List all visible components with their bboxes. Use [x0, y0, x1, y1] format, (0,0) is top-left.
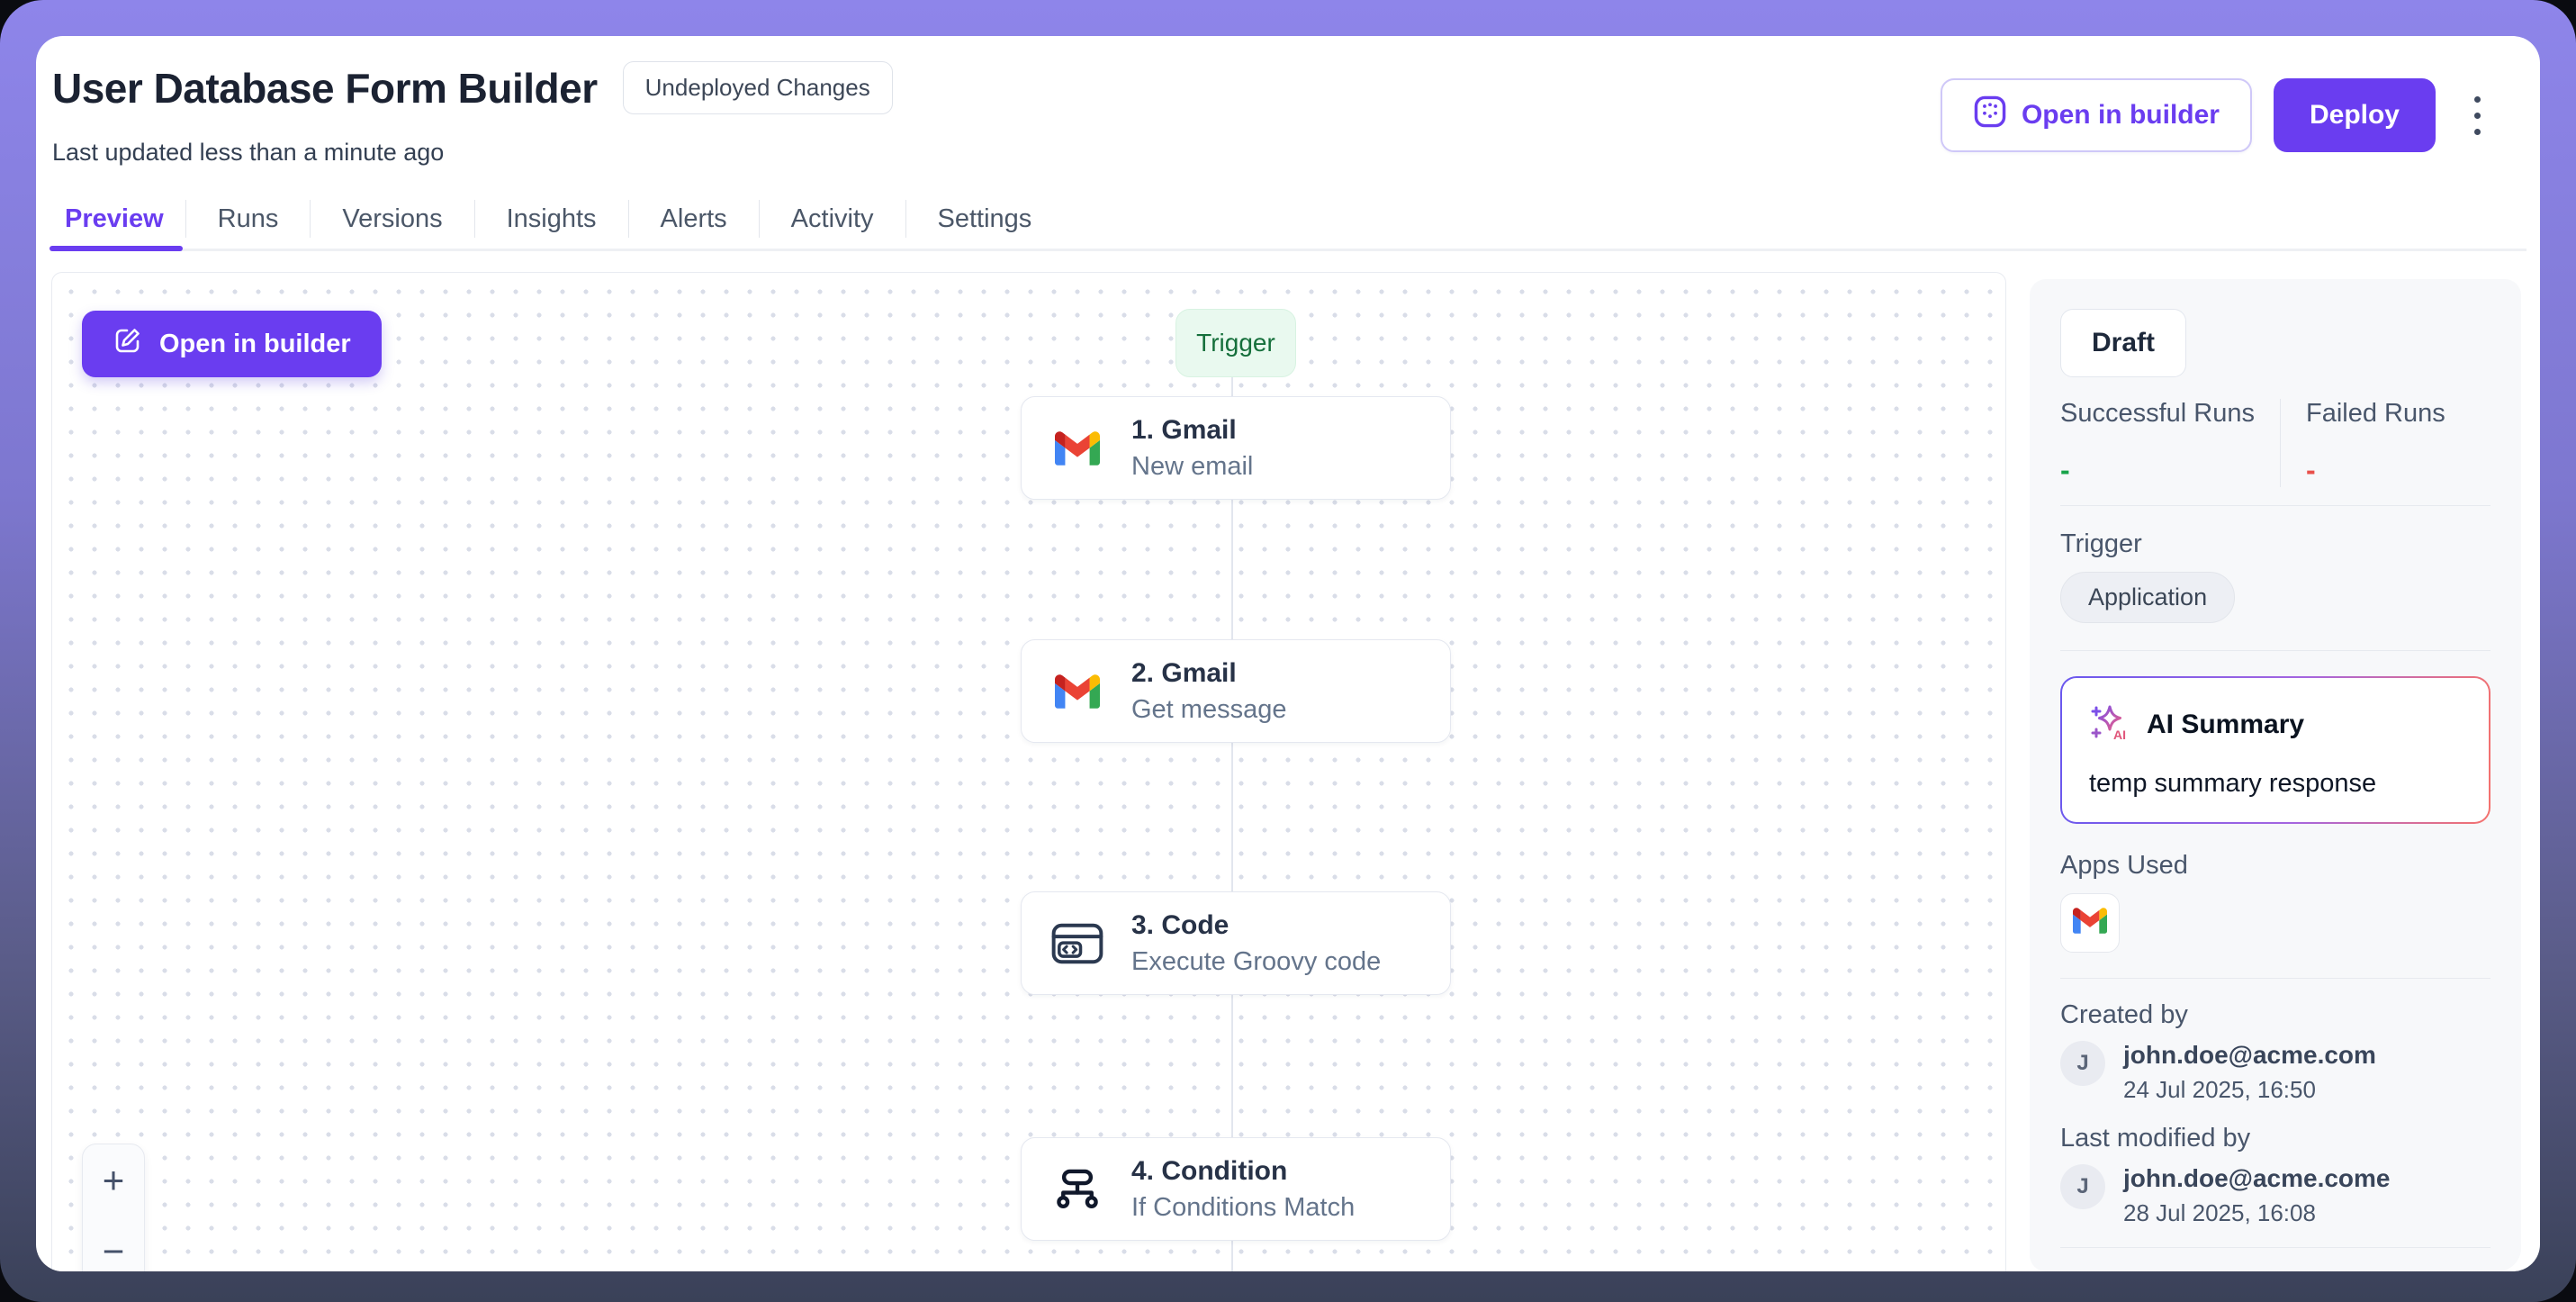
ai-sparkle-icon: AI — [2089, 701, 2130, 747]
last-modified-by-email: john.doe@acme.come — [2123, 1164, 2391, 1192]
tab-settings[interactable]: Settings — [937, 203, 1032, 233]
node-title: 4. Condition — [1131, 1155, 1288, 1186]
tab-divider — [758, 200, 760, 238]
created-by-date: 24 Jul 2025, 16:50 — [2123, 1076, 2316, 1103]
canvas-open-in-builder-button[interactable]: Open in builder — [82, 311, 382, 377]
code-icon — [1047, 923, 1108, 964]
tab-alerts[interactable]: Alerts — [660, 203, 727, 233]
deploy-button[interactable]: Deploy — [2273, 78, 2436, 152]
tab-runs[interactable]: Runs — [217, 203, 279, 233]
avatar: J — [2060, 1164, 2105, 1209]
node-connector-line — [1231, 368, 1233, 1271]
node-subtitle: Execute Groovy code — [1131, 946, 1382, 976]
active-tab-underline — [50, 246, 183, 251]
created-by-row: J john.doe@acme.com 24 Jul 2025, 16:50 — [2060, 1041, 2490, 1104]
gmail-icon — [1047, 674, 1108, 709]
tab-divider — [310, 200, 311, 238]
open-in-builder-label: Open in builder — [2021, 100, 2220, 130]
builder-grid-icon — [1973, 95, 2007, 136]
tab-divider — [473, 200, 475, 238]
divider — [2060, 978, 2490, 979]
divider — [2060, 1247, 2490, 1248]
successful-runs-label: Successful Runs — [2060, 399, 2255, 428]
tab-insights[interactable]: Insights — [506, 203, 597, 233]
tab-track — [51, 249, 2526, 251]
header: User Database Form Builder Undeployed Ch… — [52, 61, 893, 114]
tab-divider — [905, 200, 906, 238]
tab-preview[interactable]: Preview — [65, 203, 164, 233]
last-updated-text: Last updated less than a minute ago — [52, 139, 445, 166]
undeployed-changes-badge: Undeployed Changes — [622, 61, 893, 114]
status-badge: Draft — [2060, 309, 2187, 377]
canvas-open-in-builder-label: Open in builder — [159, 329, 351, 358]
open-in-builder-button[interactable]: Open in builder — [1940, 78, 2252, 152]
created-by-email: john.doe@acme.com — [2123, 1041, 2376, 1069]
workflow-node-4[interactable]: 4. Condition If Conditions Match — [1021, 1137, 1451, 1241]
workflow-canvas[interactable]: Open in builder Trigger 1. Gmail New — [51, 272, 2006, 1271]
condition-icon — [1047, 1167, 1108, 1212]
workflow-node-1[interactable]: 1. Gmail New email — [1021, 396, 1451, 500]
workflow-node-2[interactable]: 2. Gmail Get message — [1021, 639, 1451, 743]
created-by-label: Created by — [2060, 1000, 2188, 1029]
tab-divider — [627, 200, 629, 238]
trigger-badge: Trigger — [1175, 309, 1296, 377]
kebab-icon — [2473, 95, 2481, 103]
last-modified-by-label: Last modified by — [2060, 1124, 2251, 1153]
zoom-in-button[interactable]: + — [102, 1158, 125, 1201]
ai-summary-title: AI Summary — [2147, 709, 2305, 739]
zoom-controls: + − — [82, 1144, 145, 1271]
more-options-button[interactable] — [2457, 78, 2497, 152]
app-window: User Database Form Builder Undeployed Ch… — [36, 36, 2540, 1271]
node-subtitle: New email — [1131, 451, 1254, 481]
ai-summary-card: AI AI Summary temp summary response — [2060, 676, 2490, 824]
page-title: User Database Form Builder — [52, 64, 598, 112]
gmail-icon — [1047, 430, 1108, 466]
tab-bar: Preview Runs Versions Insights Alerts Ac… — [52, 189, 1063, 249]
ai-summary-text: temp summary response — [2089, 769, 2377, 798]
node-title: 1. Gmail — [1131, 414, 1237, 445]
avatar: J — [2060, 1041, 2105, 1086]
workflow-node-3[interactable]: 3. Code Execute Groovy code — [1021, 891, 1451, 995]
details-sidebar: Draft Successful Runs - Failed Runs - Tr… — [2030, 279, 2521, 1271]
edit-pencil-icon — [113, 325, 143, 363]
tab-versions[interactable]: Versions — [342, 203, 443, 233]
apps-used-label: Apps Used — [2060, 851, 2188, 880]
runs-stats: Successful Runs - Failed Runs - — [2060, 399, 2490, 487]
deploy-label: Deploy — [2309, 100, 2400, 130]
successful-runs-value: - — [2060, 454, 2070, 486]
divider — [2060, 505, 2490, 506]
last-modified-by-row: J john.doe@acme.come 28 Jul 2025, 16:08 — [2060, 1164, 2490, 1227]
failed-runs-value: - — [2306, 454, 2316, 486]
divider — [2060, 650, 2490, 651]
node-subtitle: Get message — [1131, 694, 1287, 724]
node-subtitle: If Conditions Match — [1131, 1192, 1356, 1222]
tab-divider — [185, 200, 186, 238]
last-modified-by-date: 28 Jul 2025, 16:08 — [2123, 1199, 2316, 1226]
gmail-icon — [2073, 908, 2107, 938]
app-tile-gmail — [2060, 893, 2120, 953]
node-title: 2. Gmail — [1131, 657, 1237, 688]
svg-text:AI: AI — [2113, 728, 2126, 742]
trigger-section-label: Trigger — [2060, 529, 2142, 558]
node-title: 3. Code — [1131, 909, 1229, 940]
trigger-type-chip: Application — [2060, 572, 2236, 623]
failed-runs-label: Failed Runs — [2306, 399, 2445, 428]
zoom-out-button[interactable]: − — [102, 1229, 125, 1271]
header-actions: Open in builder Deploy — [1940, 78, 2497, 152]
tab-activity[interactable]: Activity — [790, 203, 874, 233]
